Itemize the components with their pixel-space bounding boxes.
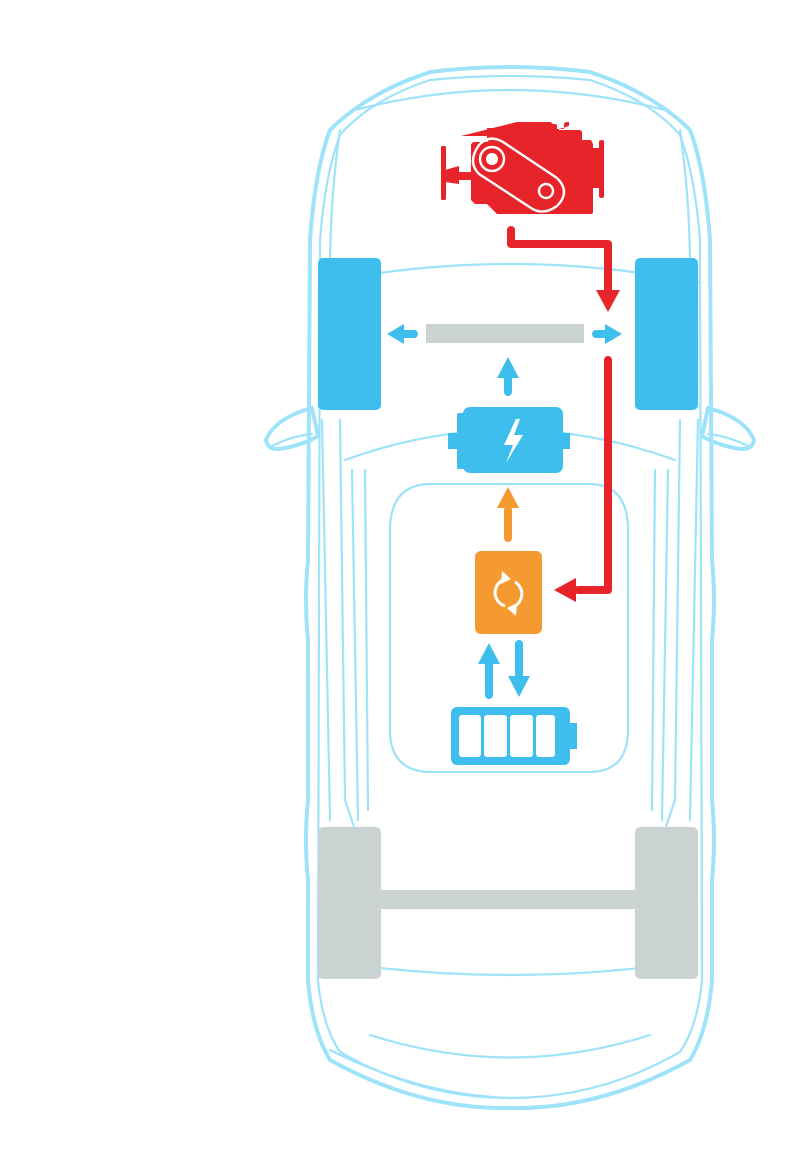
arrow-converter-to-motor xyxy=(497,487,519,542)
front-axle-shaft xyxy=(426,324,584,343)
pillar-right-2 xyxy=(663,418,682,832)
arrow-converter-to-battery xyxy=(508,640,530,697)
arrow-axle-to-left-wheel xyxy=(387,324,418,344)
pillar-left-4 xyxy=(363,468,370,812)
arrow-battery-to-converter xyxy=(478,643,500,699)
pillar-right-4 xyxy=(650,468,657,812)
rear-window-curve xyxy=(378,966,642,977)
engine-icon xyxy=(441,122,604,214)
mirror-left-inner xyxy=(270,432,314,448)
front-axle-assembly xyxy=(318,258,698,410)
mirror-left xyxy=(264,406,320,451)
battery-cell-1 xyxy=(459,715,481,757)
car-body-inner xyxy=(316,74,704,1100)
rear-bumper-curve xyxy=(328,1048,512,1100)
arrow-motor-to-axle xyxy=(497,357,519,396)
arrowhead-down xyxy=(596,290,620,312)
motor-lightning-icon xyxy=(448,407,570,473)
rear-right-wheel xyxy=(635,827,698,979)
battery-cell-2 xyxy=(484,715,507,757)
trunk-curve xyxy=(368,1033,652,1059)
hood-line-right xyxy=(678,128,692,272)
rear-left-wheel xyxy=(318,827,381,979)
car-body-outer xyxy=(304,65,716,1111)
mirror-right xyxy=(700,406,756,451)
front-right-wheel xyxy=(635,258,698,410)
pillar-left-2 xyxy=(338,418,357,832)
front-bumper-curve xyxy=(353,88,667,112)
rear-axle-shaft xyxy=(380,890,636,909)
pillar-right-3 xyxy=(660,468,670,822)
arrow-axle-to-right-wheel xyxy=(592,324,622,344)
engine-to-wheel-flow xyxy=(507,226,620,312)
roof-panel xyxy=(388,482,630,774)
battery-cell-4 xyxy=(536,715,555,757)
pillar-right-1 xyxy=(688,418,700,822)
hood-line-left xyxy=(328,128,342,272)
mirror-right-inner xyxy=(706,432,750,448)
arrowhead-left xyxy=(554,578,576,602)
battery-cell-3 xyxy=(510,715,533,757)
pillar-left-1 xyxy=(320,418,332,822)
rear-axle-assembly xyxy=(318,827,698,979)
refresh-cycle-icon xyxy=(475,551,542,634)
engine-to-converter-flow xyxy=(554,356,612,602)
front-left-wheel xyxy=(318,258,381,410)
pillar-left-3 xyxy=(350,468,360,822)
battery-full-icon xyxy=(451,707,577,765)
